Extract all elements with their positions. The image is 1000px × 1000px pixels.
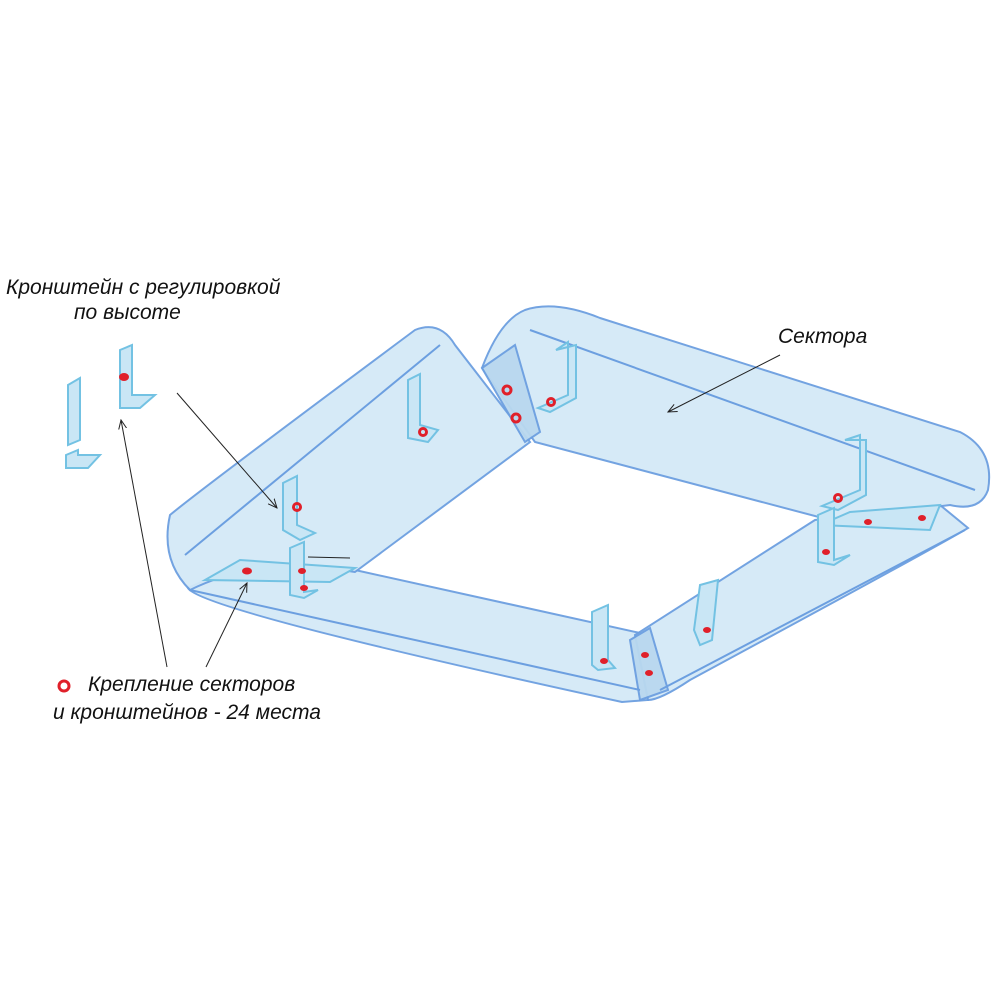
bracket-label-line2: по высоте bbox=[74, 301, 181, 324]
sector-back-right bbox=[480, 305, 991, 522]
fastening-label-line2: и кронштейнов - 24 места bbox=[53, 701, 321, 724]
arrow-fastening-plate bbox=[205, 583, 247, 668]
fastening-label-line1: Крепление секторов bbox=[88, 673, 296, 696]
sector-joint bbox=[628, 626, 670, 702]
fastening-points bbox=[119, 373, 926, 676]
bracket-icons bbox=[65, 340, 867, 672]
bracket-label-line1: Кронштейн с регулировкой bbox=[6, 276, 281, 299]
sector-back-left bbox=[166, 326, 532, 592]
bracket-plate bbox=[201, 558, 359, 584]
sectors-label: Сектора bbox=[778, 325, 868, 348]
arrow-bracket bbox=[176, 392, 277, 508]
fastening-legend-icon bbox=[57, 679, 71, 693]
sector-front-right bbox=[633, 503, 970, 702]
arrow-sectors bbox=[668, 354, 781, 412]
arrow-fastening-bracket bbox=[121, 420, 168, 668]
bracket-plate bbox=[819, 503, 942, 532]
